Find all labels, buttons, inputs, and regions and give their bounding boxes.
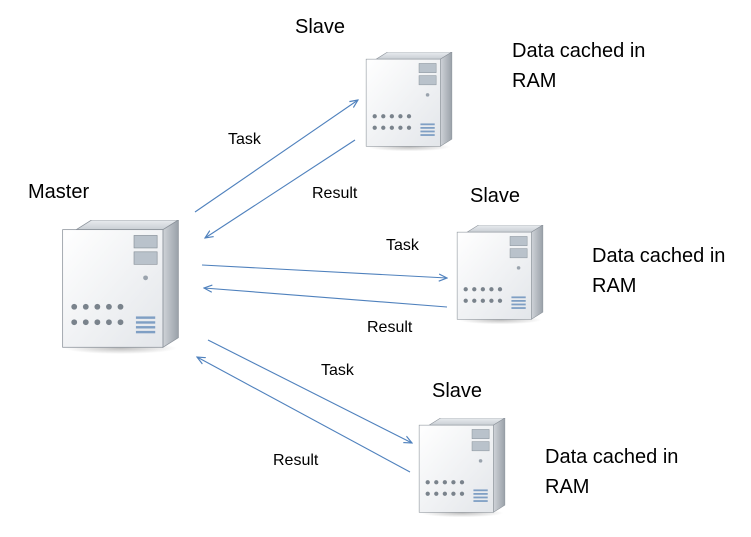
slave-3-note: Data cached in RAM — [545, 442, 715, 502]
master-label: Master — [28, 181, 90, 203]
slave-1-server-icon — [365, 52, 453, 152]
result-arrow-1 — [205, 139, 356, 238]
result-label-2: Result — [367, 319, 413, 336]
slave-2-note-line1: Data cached in — [592, 245, 726, 267]
task-arrow-3 — [207, 339, 412, 443]
slave-3-server-icon — [418, 418, 506, 518]
master-server-icon — [62, 220, 179, 355]
slave-2-server-icon — [456, 225, 544, 325]
task-label-2: Task — [386, 237, 419, 254]
result-arrow-2 — [204, 288, 448, 308]
task-arrow-2 — [201, 264, 447, 278]
task-arrow-1 — [194, 100, 358, 213]
slave-2-note-line2: RAM — [592, 275, 637, 297]
task-label-1: Task — [228, 131, 261, 148]
slave-3-label: Slave — [432, 380, 483, 402]
slave-2-label: Slave — [470, 185, 521, 207]
result-label-3: Result — [273, 452, 319, 469]
slave-3-note-line1: Data cached in — [545, 446, 679, 468]
slave-2-note: Data cached in RAM — [592, 241, 751, 301]
slave-1-note-line1: Data cached in — [512, 40, 646, 62]
slave-1-note: Data cached in RAM — [512, 36, 682, 96]
result-arrow-3 — [197, 357, 411, 473]
slave-1-label: Slave — [295, 16, 346, 38]
slave-1-note-line2: RAM — [512, 70, 557, 92]
result-label-1: Result — [312, 185, 358, 202]
slave-3-note-line2: RAM — [545, 476, 590, 498]
task-label-3: Task — [321, 362, 354, 379]
